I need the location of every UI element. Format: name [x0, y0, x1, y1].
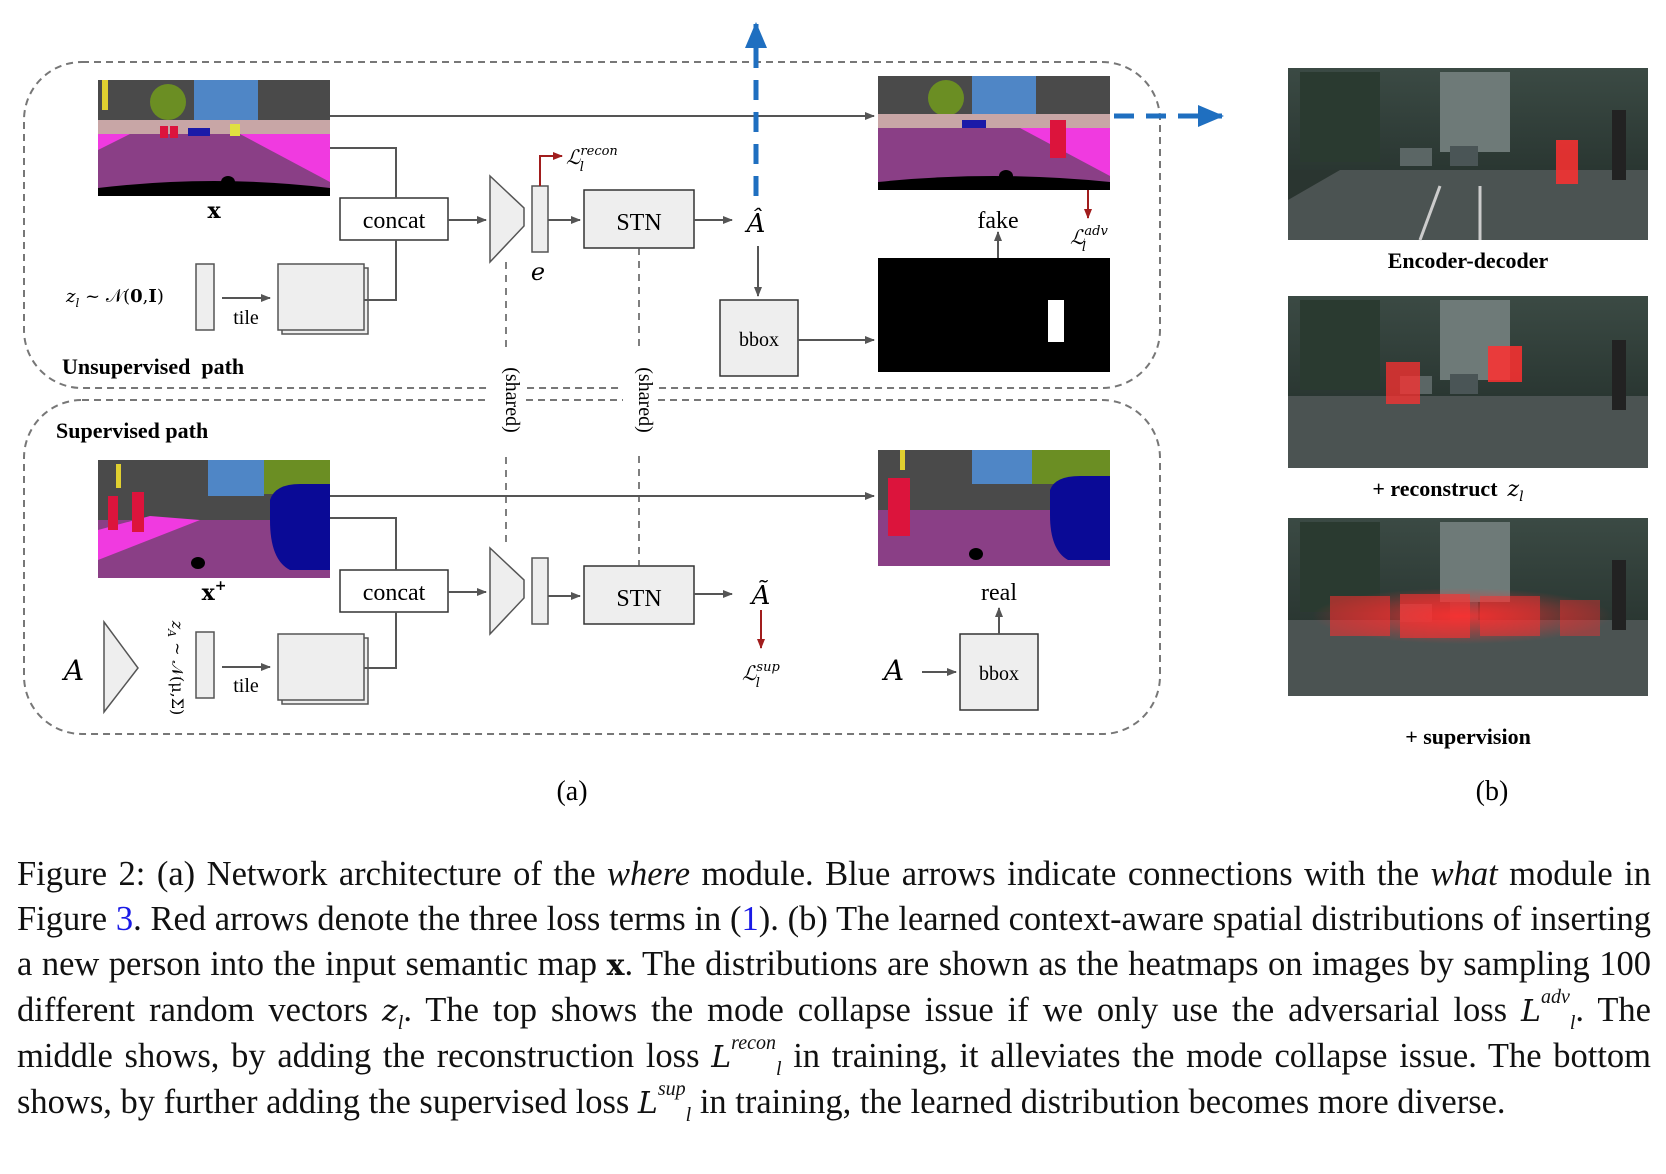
caption-math: L: [711, 1040, 732, 1075]
photo-reconstruct: [1288, 296, 1648, 468]
concat-label-bottom: concat: [363, 580, 426, 606]
caption-em: where: [607, 855, 691, 893]
caption-math: l: [775, 1057, 782, 1080]
shared-label-1: (shared): [501, 367, 523, 433]
encoding-label: e: [531, 258, 545, 286]
tile-label-top: tile: [233, 307, 259, 329]
caption-text: module. Blue arrows indicate connections…: [690, 855, 1431, 893]
za-distribution-label: zA ~ 𝒩(μ,Σ): [165, 620, 187, 716]
caption-text: . Red arrows denote the three loss terms…: [133, 900, 742, 938]
a-encoder-triangle: [103, 619, 139, 715]
concat-label-top: concat: [363, 208, 426, 234]
caption-text: Figure 2: (a) Network architecture of th…: [17, 855, 608, 893]
stn-label-top: STN: [616, 210, 661, 236]
z-vector-bottom: [195, 631, 215, 699]
semantic-map-output-bottom: [878, 450, 1110, 566]
caption-text: in training, the learned distribution be…: [691, 1083, 1506, 1121]
z-distribution-label: zl ~ 𝒩(0,I): [65, 286, 164, 310]
z-vector-top: [195, 263, 215, 331]
panel-a-label: (a): [556, 776, 587, 807]
figure-diagram: x x+ concat concat STN STN e zl ~ 𝒩(0,I)…: [23, 22, 1648, 807]
caption-math: x: [606, 948, 625, 983]
row3-label: + supervision: [1405, 724, 1531, 749]
bbox-box-bottom: [959, 633, 1039, 711]
shared-label-2: (shared): [634, 367, 656, 433]
encoder-bottom: [489, 546, 525, 636]
caption-math: l: [397, 1011, 404, 1034]
unsupervised-container: [23, 61, 1161, 389]
e-vector-bottom: [531, 557, 549, 625]
supervised-path-label: Supervised path: [56, 418, 208, 443]
equation-ref-link[interactable]: 1: [741, 900, 759, 938]
photo-encoder-decoder: [1288, 68, 1648, 241]
a-tilde-label: Ã: [750, 579, 771, 611]
label-x: x: [207, 198, 221, 224]
caption-text: . The top shows the mode collapse issue …: [403, 991, 1522, 1029]
bbox-label-bottom: bbox: [979, 663, 1019, 685]
row1-label: Encoder-decoder: [1388, 248, 1549, 273]
real-label: real: [981, 580, 1017, 606]
caption-math: l: [1569, 1011, 1576, 1034]
caption-em: what: [1430, 855, 1498, 893]
caption-text: . The middle shows, by adding the recons…: [17, 991, 1651, 1075]
concat-box-bottom: [339, 569, 449, 613]
semantic-map-x: [98, 80, 330, 196]
e-vector-top: [531, 185, 549, 253]
caption-math: L: [1521, 994, 1541, 1029]
caption-math: adv: [1540, 986, 1570, 1008]
a-hat-label: Â: [745, 207, 766, 239]
tile-label-bottom: tile: [233, 675, 259, 697]
semantic-map-x-plus: [98, 460, 330, 578]
caption-text: ). (b) The learned context-aware spatial…: [17, 900, 1652, 983]
supervised-container: [23, 399, 1161, 735]
caption-text: in training, it alleviates the mode coll…: [17, 1037, 1651, 1121]
stn-box-bottom: [583, 565, 695, 625]
bbox-mask: [878, 258, 1110, 372]
semantic-map-output-top: [878, 76, 1110, 190]
a-input-left: A: [61, 654, 84, 687]
bbox-box-top: [719, 299, 799, 377]
caption-text: . The distributions are shown as the hea…: [17, 945, 1651, 1029]
figure-caption: Figure 2: (a) Network architecture of th…: [17, 852, 1651, 1126]
photo-supervision: [1288, 518, 1648, 696]
panel-b-label: (b): [1476, 776, 1509, 807]
caption-math: L: [637, 1086, 658, 1121]
caption-math: recon: [731, 1032, 776, 1054]
caption-math: z: [381, 994, 398, 1029]
red-arrow-recon: [539, 152, 563, 186]
caption-text: module in Figure: [17, 855, 1651, 938]
bbox-label-top: bbox: [739, 329, 779, 351]
caption-math: sup: [657, 1078, 686, 1100]
unsupervised-path-label: Unsupervised path: [62, 354, 244, 379]
label-x-plus: x+: [202, 578, 227, 606]
a-input-right: A: [881, 654, 904, 687]
encoder-top: [489, 174, 525, 264]
fake-label: fake: [977, 208, 1018, 234]
figure-ref-link[interactable]: 3: [115, 900, 134, 938]
caption-math: l: [685, 1103, 692, 1126]
stn-label-bottom: STN: [616, 586, 661, 612]
